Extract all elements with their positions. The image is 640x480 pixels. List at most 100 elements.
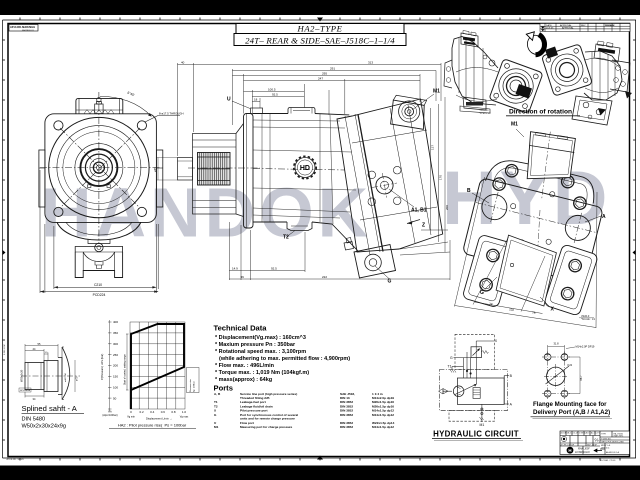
svg-text:200: 200 <box>445 205 449 210</box>
svg-text:HA2 : Pilot pressure rise( Ps: HA2 : Pilot pressure rise( Ps = 100bar <box>118 423 187 428</box>
svg-text:* mass(approx) : 64kg: * mass(approx) : 64kg <box>215 377 272 383</box>
svg-text:Ports: Ports <box>214 384 233 393</box>
svg-text:W22x1.5p dp14: W22x1.5p dp14 <box>372 421 395 425</box>
svg-text:REV: REV <box>581 25 586 27</box>
svg-text:P(Pressure) ΔPs (bar): P(Pressure) ΔPs (bar) <box>100 354 104 380</box>
svg-text:78: 78 <box>489 302 493 307</box>
svg-text:ø45: ø45 <box>153 167 157 172</box>
svg-text:14.9: 14.9 <box>232 266 238 270</box>
svg-text:DIN 3852: DIN 3852 <box>340 425 353 429</box>
svg-text:Pilot pressure port: Pilot pressure port <box>240 409 268 413</box>
svg-text:8-ø17.5 THROUGH: 8-ø17.5 THROUGH <box>159 112 184 116</box>
svg-text:ø44.5 h8: ø44.5 h8 <box>65 373 67 382</box>
svg-text:M26x1.5p dp16: M26x1.5p dp16 <box>372 400 394 404</box>
svg-text:170: 170 <box>439 175 443 180</box>
svg-text:H: H <box>568 448 571 453</box>
svg-text:31.8: 31.8 <box>553 342 559 346</box>
svg-text:Delivery Port (A,B / A1,A2): Delivery Port (A,B / A1,A2) <box>533 409 610 416</box>
svg-text:40: 40 <box>181 60 185 64</box>
svg-text:M1: M1 <box>214 425 219 429</box>
svg-text:A: A <box>510 403 513 407</box>
svg-text:Service line port (high press: Service line port (high pressure series) <box>240 392 297 396</box>
svg-text:78: 78 <box>532 310 536 315</box>
svg-text:92.5: 92.5 <box>271 266 277 270</box>
svg-text:250: 250 <box>113 353 118 357</box>
svg-text:Vg min: Vg min <box>127 416 135 419</box>
svg-text:SAE J518,: SAE J518, <box>340 392 355 396</box>
svg-text:200: 200 <box>113 364 118 368</box>
svg-text:M1: M1 <box>480 423 485 427</box>
svg-text:X: X <box>495 339 498 343</box>
svg-text:DIN 3852: DIN 3852 <box>340 421 353 425</box>
svg-text:C210: C210 <box>94 283 102 287</box>
svg-text:T2: T2 <box>214 404 218 408</box>
svg-text:HA: HA <box>108 411 112 414</box>
svg-text:400: 400 <box>113 320 118 324</box>
svg-text:HD: HD <box>300 165 310 172</box>
svg-text:HYDRAULIC CIRCUIT: HYDRAULIC CIRCUIT <box>433 430 519 439</box>
svg-text:300: 300 <box>113 342 118 346</box>
svg-text:Flange Mounting face for: Flange Mounting face for <box>533 401 607 408</box>
svg-text:Vg max: Vg max <box>180 416 189 419</box>
svg-text:150: 150 <box>113 375 118 379</box>
svg-text:* Flow max. : 496L/min: * Flow max. : 496L/min <box>215 363 275 369</box>
svg-text:W50x2x30: W50x2x30 <box>20 369 24 382</box>
svg-text:AA M02-02-1-A: AA M02-02-1-A <box>606 451 620 454</box>
svg-text:REMARK: REMARK <box>605 24 615 27</box>
svg-text:*SCALE 1/7: *SCALE 1/7 <box>479 112 491 115</box>
svg-text:0.4: 0.4 <box>150 410 155 414</box>
svg-text:18: 18 <box>254 97 258 101</box>
svg-text:291: 291 <box>330 66 335 70</box>
svg-text:34: 34 <box>33 397 36 401</box>
svg-text:Threaded fitting A/B: Threaded fitting A/B <box>240 396 270 400</box>
svg-text:100: 100 <box>113 386 118 390</box>
svg-text:SPLINE-A: SPLINE-A <box>20 389 31 392</box>
svg-text:Measuring port for charge pres: Measuring port for charge pressure <box>240 425 293 429</box>
svg-text:M1: M1 <box>433 89 440 95</box>
svg-text:T1: T1 <box>448 365 452 369</box>
svg-text:295: 295 <box>322 71 327 75</box>
svg-text:DIN 3852: DIN 3852 <box>340 409 353 413</box>
svg-text:DIN 3852: DIN 3852 <box>340 404 353 408</box>
svg-text:1.5: 1.5 <box>44 352 48 354</box>
svg-text:M14x2.0p dp19: M14x2.0p dp19 <box>372 396 394 400</box>
svg-text:M14x1.5p dp12: M14x1.5p dp12 <box>372 413 394 417</box>
svg-text:(SAE 25HC: (SAE 25HC <box>614 435 624 438</box>
svg-text:66.7: 66.7 <box>579 375 583 381</box>
svg-text:Technical Data: Technical Data <box>214 324 268 333</box>
svg-text:HYD: HYD <box>442 156 610 241</box>
svg-text:55: 55 <box>38 342 41 346</box>
svg-text:PCD224: PCD224 <box>93 293 106 297</box>
svg-text:G: G <box>480 290 484 296</box>
svg-text:DIN 3852: DIN 3852 <box>340 400 353 404</box>
svg-text:K22: K22 <box>568 363 573 367</box>
svg-text:M26x1.5p dp16: M26x1.5p dp16 <box>372 404 394 408</box>
svg-text:M1: M1 <box>511 122 518 128</box>
svg-text:HA-2 M562: HA-2 M562 <box>614 433 624 436</box>
svg-text:0.6: 0.6 <box>161 410 166 414</box>
svg-text:B: B <box>467 188 471 194</box>
svg-text:24T– REAR & SIDE–SAE–J518C–1–1: 24T– REAR & SIDE–SAE–J518C–1–1/4 <box>245 35 395 45</box>
svg-text:units and for remote charge pr: units and for remote charge pressure <box>240 417 295 421</box>
svg-text:Pressure rise: Pressure rise <box>189 378 192 392</box>
svg-text:92.5: 92.5 <box>272 92 278 96</box>
svg-text:W50x2x30x24x9g: W50x2x30x24x9g <box>22 424 66 430</box>
svg-text:360* .34/1P: 360* .34/1P <box>587 444 598 446</box>
svg-text:B: B <box>510 374 513 378</box>
svg-text:* Torque max. : 1,019 Nm (104k: * Torque max. : 1,019 Nm (104kgf.m) <box>215 370 309 376</box>
svg-text:Leakage-fuel port: Leakage-fuel port <box>240 400 266 404</box>
svg-text:M14x1.5p dp12: M14x1.5p dp12 <box>372 409 394 413</box>
svg-text:5°45': 5°45' <box>127 91 136 98</box>
svg-text:G: G <box>450 356 453 360</box>
svg-text:U: U <box>214 421 217 425</box>
svg-text:℅: ℅ <box>595 438 599 443</box>
svg-text:222: 222 <box>322 275 327 279</box>
svg-text:A Y-HK .DD/12P: A Y-HK .DD/12P <box>561 443 575 446</box>
svg-text:A, B: A, B <box>214 392 221 396</box>
svg-text:G: G <box>214 413 217 417</box>
svg-text:Splined sahft - A: Splined sahft - A <box>22 404 78 413</box>
svg-text:Leakage fluid/oil drain: Leakage fluid/oil drain <box>240 404 273 408</box>
svg-text:313: 313 <box>368 60 373 64</box>
svg-text:DIN 5480: DIN 5480 <box>22 417 46 423</box>
svg-text:VIEW-Z: VIEW-Z <box>581 315 590 318</box>
